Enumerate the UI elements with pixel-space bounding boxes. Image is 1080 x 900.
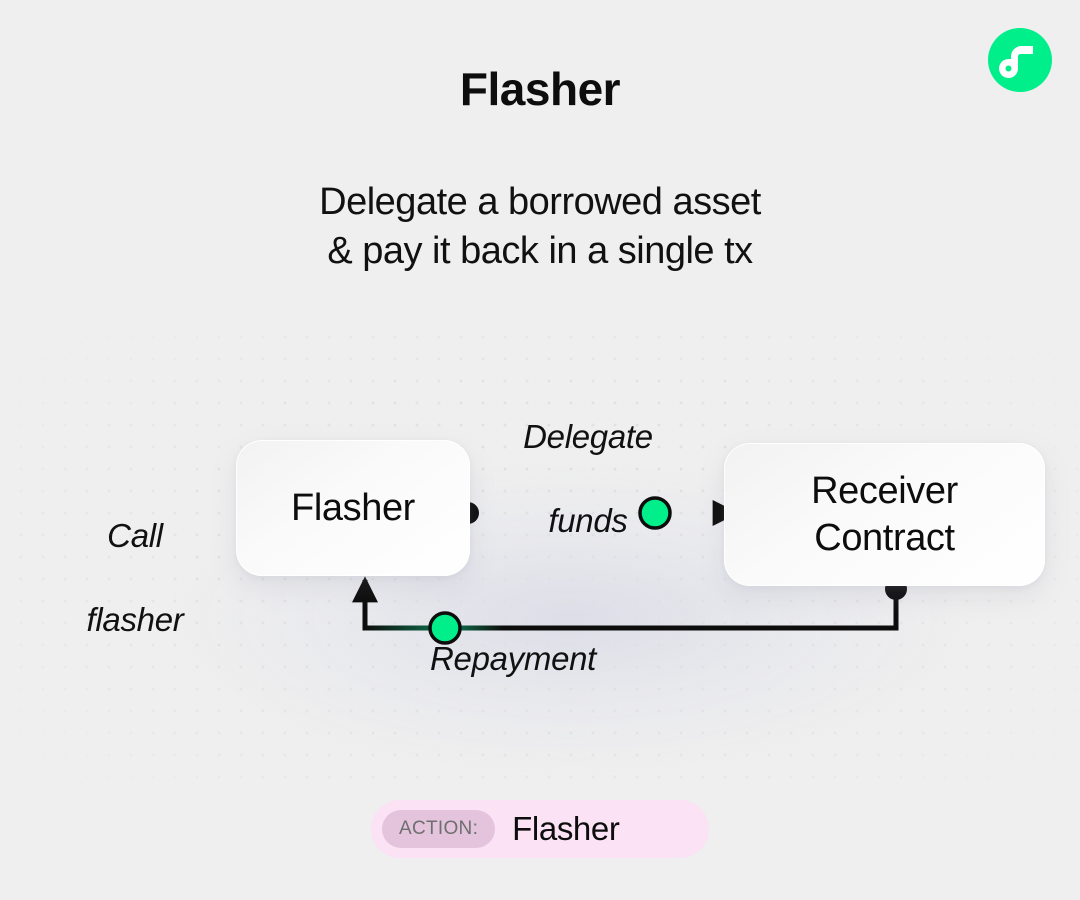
node-receiver-contract[interactable]: Receiver Contract	[724, 443, 1045, 586]
flow-logo-icon	[988, 28, 1052, 92]
label-delegate-funds: Delegate funds	[468, 374, 708, 542]
edge-repayment	[352, 576, 907, 645]
node-receiver-contract-label: Receiver Contract	[811, 468, 958, 562]
action-badge-prefix: ACTION:	[382, 810, 496, 848]
page-title: Flasher	[459, 63, 621, 115]
diagram-stage: Flasher Receiver Contract Call flasher D…	[0, 318, 1080, 796]
node-receiver-line-1: Receiver	[811, 469, 958, 512]
label-delegate-funds-line-2: funds	[548, 502, 628, 539]
label-call-flasher-line-2: flasher	[86, 601, 184, 638]
node-receiver-line-2: Contract	[814, 516, 955, 559]
node-flasher-label: Flasher	[291, 486, 415, 529]
label-call-flasher-line-1: Call	[107, 517, 163, 554]
diagram-edges	[352, 496, 907, 645]
page-subtitle: Delegate a borrowed asset & pay it back …	[0, 178, 1080, 276]
subtitle-line-1: Delegate a borrowed asset	[319, 181, 761, 223]
subtitle-line-2: & pay it back in a single tx	[327, 230, 753, 272]
label-delegate-funds-line-1: Delegate	[523, 418, 653, 455]
action-badge-value: Flasher	[512, 810, 620, 847]
label-call-flasher: Call flasher	[40, 473, 230, 641]
label-repayment: Repayment	[430, 640, 597, 677]
node-flasher[interactable]: Flasher	[236, 440, 470, 576]
action-badge[interactable]: ACTION: Flasher	[371, 800, 709, 858]
